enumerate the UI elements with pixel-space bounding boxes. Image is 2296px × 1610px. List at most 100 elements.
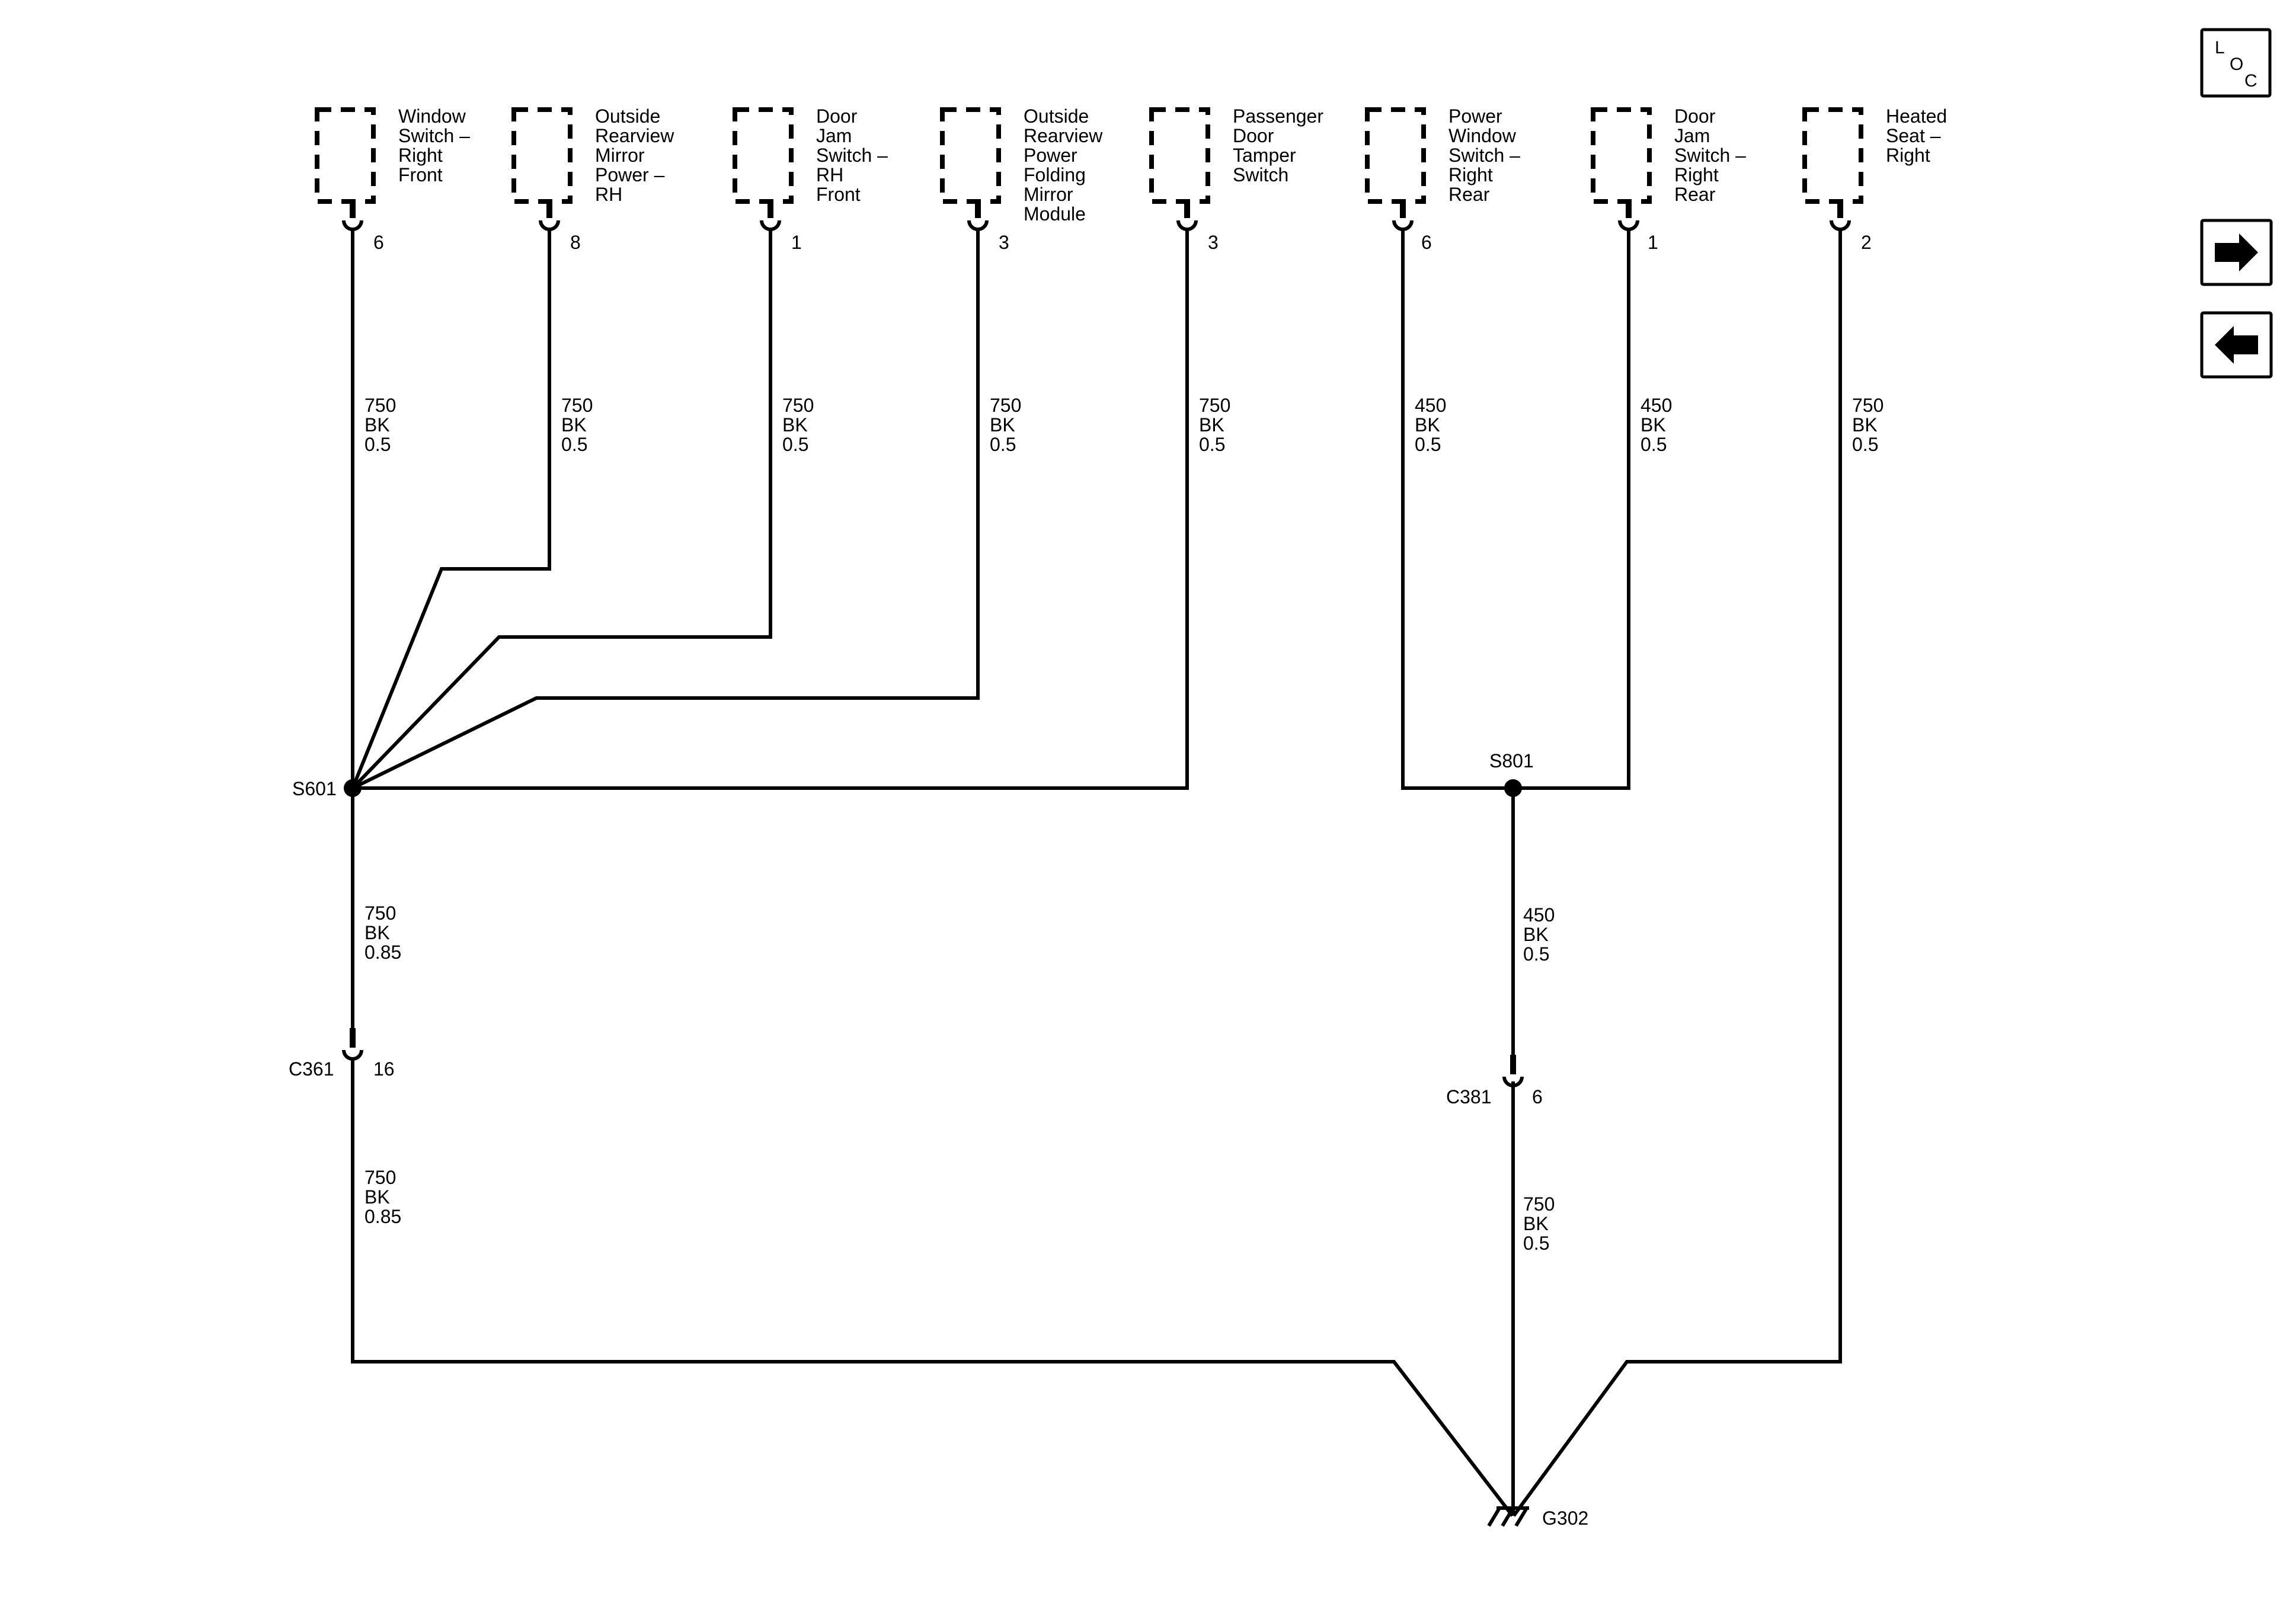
- svg-text:750: 750: [1523, 1193, 1555, 1215]
- svg-text:Right: Right: [1674, 164, 1719, 185]
- svg-text:BK: BK: [1852, 414, 1878, 436]
- pin-terminal: 2: [1830, 201, 1872, 253]
- splice-s801: S801: [1489, 750, 1534, 797]
- pin-terminal: 1: [760, 201, 802, 253]
- component-window-switch-right-front: Window Switch – Right Front: [315, 105, 470, 204]
- svg-text:Right: Right: [1886, 145, 1930, 166]
- svg-text:BK: BK: [1641, 414, 1666, 436]
- loc-button[interactable]: L O C: [2200, 28, 2272, 98]
- svg-text:S801: S801: [1489, 750, 1534, 772]
- svg-text:Outside: Outside: [1024, 105, 1089, 127]
- svg-text:450: 450: [1415, 395, 1446, 416]
- splice-dot: [1504, 779, 1522, 797]
- svg-text:750: 750: [364, 1167, 396, 1188]
- svg-text:Switch: Switch: [1233, 164, 1288, 185]
- pin-terminal: 1: [1618, 201, 1658, 253]
- svg-text:0.5: 0.5: [990, 434, 1016, 455]
- svg-text:O: O: [2230, 55, 2243, 74]
- previous-page-button[interactable]: [2200, 311, 2273, 379]
- svg-text:1: 1: [1648, 232, 1658, 253]
- wire: [351, 1061, 1514, 1517]
- svg-text:Right: Right: [398, 145, 443, 166]
- ground-g302: G302: [1487, 1506, 1588, 1529]
- svg-text:Right: Right: [1448, 164, 1493, 185]
- svg-text:Rearview: Rearview: [595, 125, 674, 146]
- component-heated-seat-right: Heated Seat – Right: [1802, 105, 1947, 204]
- svg-text:0.85: 0.85: [364, 942, 401, 963]
- svg-text:C361: C361: [289, 1058, 334, 1080]
- svg-text:Power: Power: [1448, 105, 1502, 127]
- svg-text:BK: BK: [364, 1186, 390, 1208]
- svg-text:C: C: [2244, 71, 2257, 91]
- component-outside-rearview-power-folding-mirror-module: Outside Rearview Power Folding Mirror Mo…: [940, 105, 1103, 225]
- svg-text:750: 750: [364, 902, 396, 924]
- svg-text:3: 3: [1208, 232, 1219, 253]
- svg-text:Jam: Jam: [816, 125, 852, 146]
- svg-text:Mirror: Mirror: [595, 145, 645, 166]
- svg-text:G302: G302: [1542, 1507, 1588, 1529]
- svg-text:8: 8: [570, 232, 581, 253]
- svg-text:450: 450: [1523, 904, 1555, 926]
- svg-text:Switch –: Switch –: [1674, 145, 1746, 166]
- wire: [1512, 230, 1842, 1517]
- svg-text:0.5: 0.5: [1852, 434, 1878, 455]
- svg-text:Passenger: Passenger: [1233, 105, 1323, 127]
- svg-text:BK: BK: [1523, 1213, 1549, 1234]
- svg-text:BK: BK: [561, 414, 587, 436]
- wire: [351, 230, 980, 790]
- splice-s601: S601: [292, 778, 362, 799]
- svg-text:Power –: Power –: [595, 164, 665, 185]
- svg-text:Window: Window: [398, 105, 466, 127]
- svg-text:0.5: 0.5: [1523, 1233, 1549, 1254]
- svg-text:BK: BK: [364, 922, 390, 943]
- connector-c361: C361 16: [289, 1028, 395, 1080]
- pin-terminals: 6 8 1 3 3 6 1 2: [342, 201, 1872, 253]
- svg-text:750: 750: [561, 395, 593, 416]
- svg-text:750: 750: [1852, 395, 1884, 416]
- svg-text:BK: BK: [1523, 924, 1549, 945]
- svg-text:0.5: 0.5: [1199, 434, 1225, 455]
- next-page-button[interactable]: [2200, 219, 2273, 286]
- svg-text:Front: Front: [398, 164, 443, 185]
- pin-terminal: 3: [1176, 201, 1219, 253]
- component-power-window-switch-right-rear: Power Window Switch – Right Rear: [1365, 105, 1520, 205]
- svg-text:450: 450: [1641, 395, 1672, 416]
- svg-text:Switch –: Switch –: [1448, 145, 1520, 166]
- svg-text:750: 750: [1199, 395, 1230, 416]
- svg-text:0.5: 0.5: [561, 434, 587, 455]
- svg-text:750: 750: [782, 395, 814, 416]
- svg-text:Window: Window: [1448, 125, 1517, 146]
- svg-text:750: 750: [990, 395, 1021, 416]
- svg-text:L: L: [2215, 38, 2225, 57]
- svg-text:6: 6: [1421, 232, 1432, 253]
- wire: [351, 230, 772, 790]
- wire: [1401, 230, 1630, 790]
- pin-terminal: 6: [1392, 201, 1432, 253]
- svg-text:Seat –: Seat –: [1886, 125, 1941, 146]
- svg-text:Folding: Folding: [1024, 164, 1086, 185]
- component-outside-rearview-mirror-power-rh: Outside Rearview Mirror Power – RH: [511, 105, 674, 205]
- connector-c381: C381 6: [1446, 1055, 1543, 1108]
- component-door-jam-switch-right-rear: Door Jam Switch – Right Rear: [1591, 105, 1746, 205]
- svg-text:0.85: 0.85: [364, 1206, 401, 1227]
- svg-text:0.5: 0.5: [1523, 943, 1549, 965]
- wire: [351, 230, 551, 789]
- svg-text:Switch –: Switch –: [816, 145, 888, 166]
- wire: [353, 230, 1189, 790]
- svg-text:C381: C381: [1446, 1086, 1492, 1108]
- svg-text:BK: BK: [990, 414, 1015, 436]
- svg-text:0.5: 0.5: [1415, 434, 1441, 455]
- svg-text:Rear: Rear: [1674, 184, 1716, 205]
- svg-text:Door: Door: [816, 105, 858, 127]
